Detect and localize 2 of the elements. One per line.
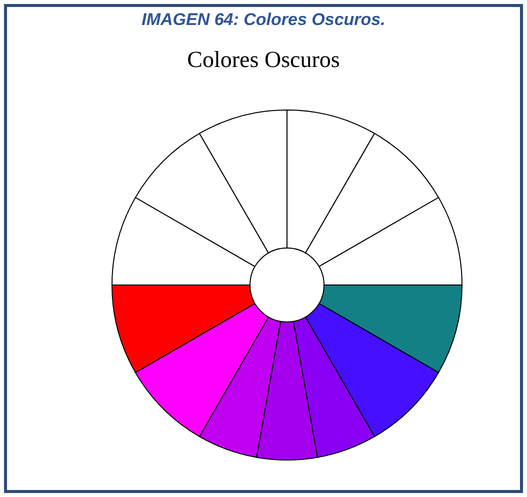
figure-title: IMAGEN 64: Colores Oscuros. xyxy=(140,10,386,30)
wheel-heading: Colores Oscuros xyxy=(186,47,341,73)
